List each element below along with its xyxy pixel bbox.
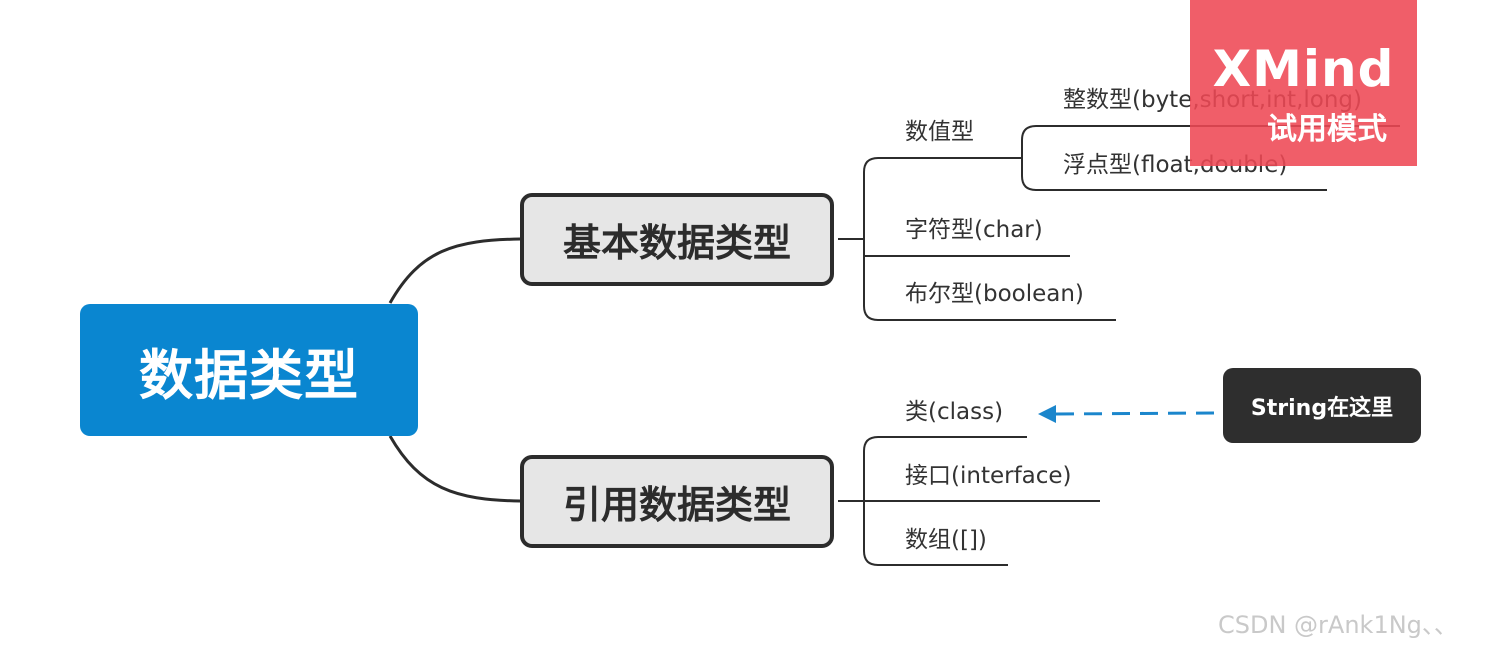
xmind-trial-watermark: XMind 试用模式 <box>1190 0 1417 166</box>
topic-class[interactable]: 类(class) <box>905 399 1004 425</box>
root-topic[interactable]: 数据类型 <box>80 304 418 436</box>
watermark-title: XMind <box>1212 40 1395 98</box>
topic-numeric[interactable]: 数值型 <box>905 119 974 145</box>
connector-numeric-bracket <box>1021 125 1037 191</box>
connector-root-basic <box>388 237 521 304</box>
callout-arrow-head <box>1038 405 1056 423</box>
csdn-watermark: CSDN @rAnk1Ng、、 <box>1218 611 1458 639</box>
topic-char[interactable]: 字符型(char) <box>905 217 1043 243</box>
callout-arrow-line <box>1053 411 1215 416</box>
connector-root-ref <box>388 435 521 503</box>
callout-string-note[interactable]: String在这里 <box>1223 368 1421 443</box>
branch-reference-types[interactable]: 引用数据类型 <box>520 455 834 548</box>
connector-basic-bracket <box>863 157 879 321</box>
topic-array[interactable]: 数组([]) <box>905 527 987 553</box>
branch-basic-types[interactable]: 基本数据类型 <box>520 193 834 286</box>
topic-boolean[interactable]: 布尔型(boolean) <box>905 281 1084 307</box>
watermark-subtitle: 试用模式 <box>1267 112 1387 147</box>
topic-interface[interactable]: 接口(interface) <box>905 463 1072 489</box>
